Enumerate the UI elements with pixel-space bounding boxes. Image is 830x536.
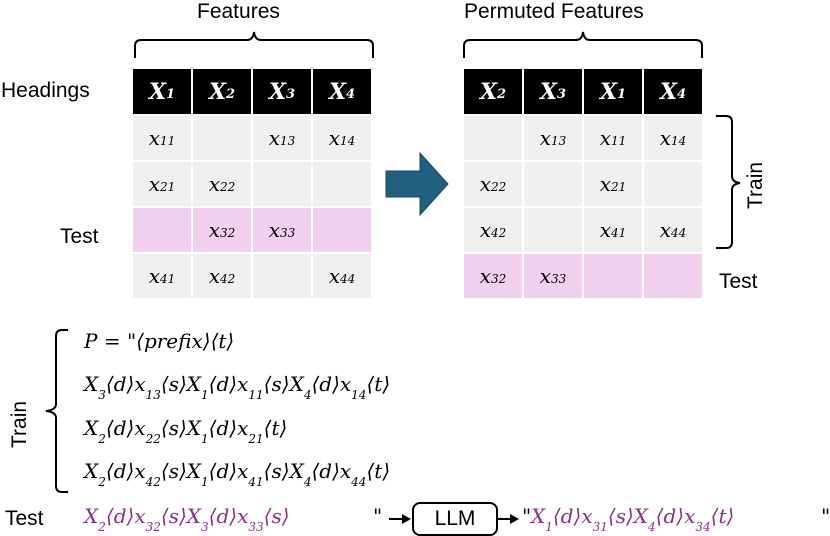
features-brace: [134, 31, 374, 58]
table-cell: [524, 208, 582, 252]
test-cell: [584, 254, 642, 298]
features-label: Features: [197, 0, 280, 23]
train-line-1: X3⟨d⟩x13⟨s⟩X1⟨d⟩x11⟨s⟩X4⟨d⟩x14⟨t⟩: [84, 372, 391, 402]
test-row-label-right: Test: [719, 270, 758, 293]
test-input-line: X2⟨d⟩x32⟨s⟩X3⟨d⟩x33⟨s⟩: [84, 504, 290, 534]
train-line-3: X2⟨d⟩x42⟨s⟩X1⟨d⟩x41⟨s⟩X4⟨d⟩x44⟨t⟩: [84, 459, 391, 489]
table-cell: [464, 116, 522, 160]
permuted-features-label: Permuted Features: [464, 0, 644, 23]
train-line-2: X2⟨d⟩x22⟨s⟩X1⟨d⟩x21⟨t⟩: [84, 416, 288, 446]
table-cell: [253, 254, 311, 298]
train-brace-right: [716, 115, 741, 249]
test-output-close-quote: ": [821, 504, 830, 528]
train-label-right: Train: [744, 161, 767, 209]
test-output-line: X1⟨d⟩x31⟨s⟩X4⟨d⟩x34⟨t⟩: [531, 504, 735, 534]
permute-arrow: [385, 151, 449, 217]
train-brace-bottom: [45, 329, 68, 493]
table-cell: [524, 162, 582, 206]
test-cell: [313, 208, 371, 252]
headings-label: Headings: [1, 79, 90, 102]
prompt-prefix-line: P = "⟨prefix⟩⟨t⟩: [84, 329, 235, 353]
table-cell: [644, 162, 702, 206]
llm-box: LLM: [412, 502, 498, 536]
table-cell: [193, 116, 251, 160]
permuted-features-brace: [463, 31, 703, 58]
table-cell: [253, 162, 311, 206]
test-input-close-quote: ": [373, 504, 383, 528]
arrow-to-llm: [402, 514, 411, 524]
test-row-label-left: Test: [60, 225, 99, 248]
test-cell: [644, 254, 702, 298]
test-output-open-quote: ": [522, 504, 532, 528]
train-label-bottom: Train: [8, 400, 31, 448]
table-cell: [313, 162, 371, 206]
test-cell: [133, 208, 191, 252]
arrow-from-llm: [510, 514, 519, 524]
test-label-bottom: Test: [5, 507, 44, 530]
